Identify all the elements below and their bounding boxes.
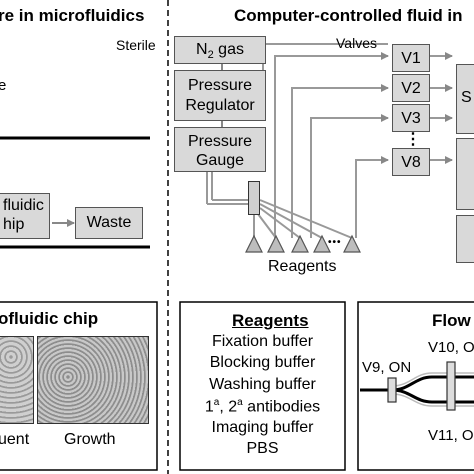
reagent-item-pbs: PBS: [246, 440, 279, 457]
reagent-bottle-dots: •••: [328, 237, 342, 248]
valve-v1: V1: [392, 44, 430, 72]
reagent-bottle-1: [245, 234, 263, 253]
flow-panel-title: Flow: [432, 311, 471, 330]
v10-label: V10, O: [428, 339, 474, 356]
reagent-bottle-3: [291, 234, 309, 253]
valve-v3: V3: [392, 104, 430, 132]
reagent-item-antibodies: 1a, 2a antibodies: [204, 397, 321, 416]
waste-box: Waste: [75, 207, 143, 239]
manifold: [248, 181, 260, 215]
reagent-item-blocking: Blocking buffer: [209, 354, 316, 371]
reagent-bottle-4: [313, 234, 331, 253]
reagent-bottle-8: [343, 234, 361, 253]
chip-panel-title: ofluidic chip: [0, 309, 99, 328]
v9-label: V9, ON: [362, 359, 412, 376]
switch-box-partial: S: [456, 64, 474, 134]
pressure-regulator-line2: Regulator: [185, 97, 255, 114]
reagent-item-washing: Washing buffer: [209, 376, 316, 393]
chip-image-growth: [37, 336, 149, 424]
n2-gas-label: N2 gas: [196, 41, 244, 62]
flow-panel-border: [357, 301, 474, 471]
waste-label: Waste: [86, 214, 132, 231]
v11-label: V11, O: [428, 427, 474, 444]
valves-label: Valves: [336, 35, 377, 51]
reagent-item-fixation: Fixation buffer: [211, 333, 314, 350]
right-panel-title: Computer-controlled fluid in: [234, 6, 463, 25]
partial-label: e: [0, 77, 7, 94]
chip-caption-left: uent: [0, 431, 30, 448]
chip-panel-border: [0, 301, 158, 471]
pressure-regulator-box: Pressure Regulator: [174, 70, 266, 121]
chip-image-left: [0, 336, 34, 424]
reagents-label: Reagents: [268, 258, 337, 275]
valve-v8: V8: [392, 148, 430, 176]
reagents-panel-title: Reagents: [232, 311, 309, 330]
microfluidic-chip-box: fluidic hip: [0, 193, 50, 239]
pressure-gauge-box: Pressure Gauge: [174, 127, 266, 172]
chip-caption-growth: Growth: [64, 431, 116, 448]
reagent-item-imaging: Imaging buffer: [211, 419, 314, 436]
valve-v2: V2: [392, 74, 430, 102]
v9-valve-marker: [387, 377, 397, 403]
chip-label-1: fluidic: [3, 197, 44, 214]
device-box-partial: [456, 215, 474, 263]
sterile-label: Sterile: [116, 37, 156, 53]
reagents-panel-border: [179, 301, 346, 471]
pressure-gauge-line1: Pressure: [187, 133, 253, 150]
pressure-gauge-line2: Gauge: [195, 152, 245, 169]
n2-gas-box: N2 gas: [174, 36, 266, 64]
controller-box-partial: [456, 138, 474, 210]
v10-v11-valve-marker: [446, 361, 456, 411]
valve-ellipsis: ⋮: [405, 131, 421, 148]
left-panel-title: re in microfluidics: [0, 6, 145, 25]
chip-label-2: hip: [3, 216, 25, 233]
pressure-regulator-line1: Pressure: [187, 77, 253, 94]
reagent-bottle-2: [267, 234, 285, 253]
